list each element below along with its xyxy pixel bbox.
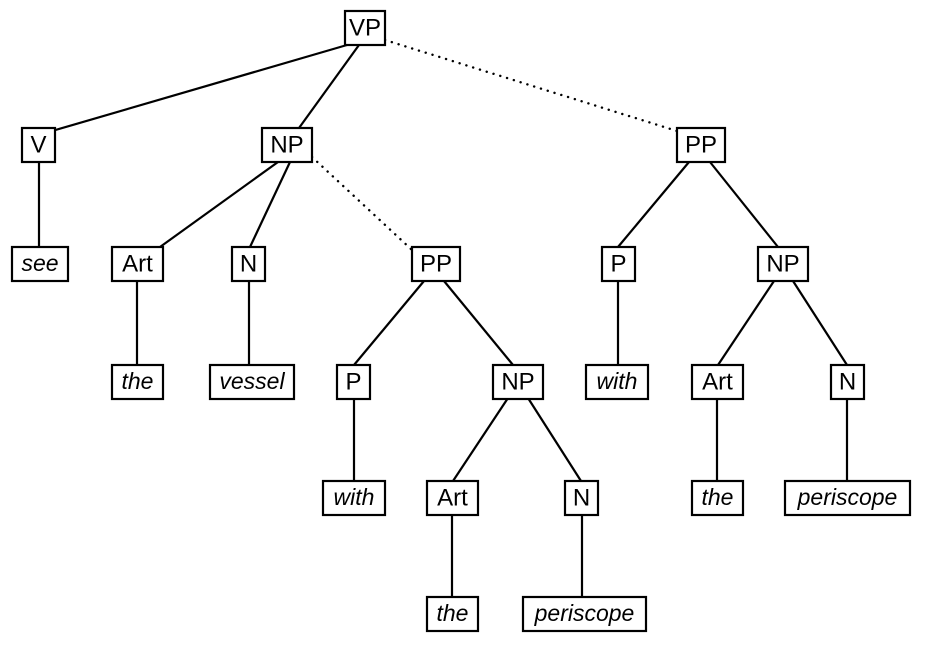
- tree-node-box-art-right: [690, 363, 745, 401]
- tree-node-np-mid[interactable]: NP: [491, 363, 545, 401]
- tree-node-box-art1: [110, 245, 165, 283]
- tree-node-persc-right[interactable]: periscope: [783, 479, 912, 517]
- tree-node-np-right[interactable]: NP: [756, 245, 810, 283]
- tree-edge-np-right-to-n-right: [792, 280, 848, 366]
- tree-node-vp[interactable]: VP: [343, 9, 387, 47]
- tree-node-label-n-mid: N: [573, 484, 590, 511]
- tree-node-label-vessel: vessel: [219, 368, 285, 394]
- tree-node-label-n-right: N: [839, 368, 856, 395]
- tree-node-box-pp-mid: [410, 245, 462, 283]
- tree-edge-np-mid-to-art-mid: [452, 397, 509, 482]
- tree-node-the-mid[interactable]: the: [425, 595, 480, 633]
- tree-node-see[interactable]: see: [10, 245, 70, 283]
- tree-node-p-mid[interactable]: P: [335, 363, 372, 401]
- tree-node-p-right[interactable]: P: [600, 245, 637, 283]
- tree-node-label-with-mid: with: [334, 484, 375, 510]
- tree-node-box-with-right: [584, 363, 650, 401]
- tree-node-label-pp-right: PP: [685, 131, 717, 158]
- tree-node-pp-right[interactable]: PP: [675, 126, 727, 164]
- tree-node-box-p-mid: [335, 363, 372, 401]
- tree-node-box-vessel: [208, 363, 296, 401]
- tree-node-the1[interactable]: the: [110, 363, 165, 401]
- tree-node-box-the-mid: [425, 595, 480, 633]
- tree-edge-pp-mid-to-p-mid: [353, 280, 425, 366]
- tree-node-art-right[interactable]: Art: [690, 363, 745, 401]
- tree-node-label-persc-right: periscope: [797, 484, 898, 510]
- tree-node-persc-mid[interactable]: periscope: [521, 595, 648, 633]
- tree-node-label-the-mid: the: [437, 600, 469, 626]
- tree-node-box-vp: [343, 9, 387, 47]
- tree-node-label-vp: VP: [349, 14, 381, 41]
- tree-node-vessel[interactable]: vessel: [208, 363, 296, 401]
- tree-edge-vp-to-pp-right: [383, 38, 679, 133]
- tree-node-v[interactable]: V: [20, 126, 57, 164]
- tree-node-box-persc-right: [783, 479, 912, 517]
- tree-node-label-see: see: [21, 250, 58, 276]
- tree-node-box-pp-right: [675, 126, 727, 164]
- tree-node-label-p-right: P: [610, 250, 626, 277]
- tree-node-box-v: [20, 126, 57, 164]
- tree-node-box-art-mid: [425, 479, 480, 517]
- tree-node-box-np-mid: [491, 363, 545, 401]
- tree-edge-np-right-to-art-right: [717, 280, 775, 366]
- tree-node-box-persc-mid: [521, 595, 648, 633]
- tree-edges-layer: [37, 38, 849, 597]
- tree-node-label-pp-mid: PP: [420, 250, 452, 277]
- tree-node-label-np-mid: NP: [501, 368, 534, 395]
- tree-node-box-see: [10, 245, 70, 283]
- tree-node-box-n1: [230, 245, 267, 283]
- tree-edge-vp-to-v: [51, 43, 348, 133]
- tree-node-with-mid[interactable]: with: [321, 479, 387, 517]
- tree-node-label-np1: NP: [270, 131, 303, 158]
- tree-node-label-art-mid: Art: [437, 484, 468, 511]
- tree-node-n1[interactable]: N: [230, 245, 267, 283]
- tree-node-label-art1: Art: [122, 250, 153, 277]
- tree-node-the-right[interactable]: the: [690, 479, 745, 517]
- tree-edge-pp-right-to-np-right: [709, 161, 779, 248]
- tree-node-box-np1: [260, 126, 314, 164]
- tree-node-n-mid[interactable]: N: [563, 479, 600, 517]
- tree-node-box-the-right: [690, 479, 745, 517]
- tree-node-label-persc-mid: periscope: [534, 600, 635, 626]
- tree-node-label-v: V: [30, 131, 46, 158]
- tree-node-box-np-right: [756, 245, 810, 283]
- tree-node-label-with-right: with: [597, 368, 638, 394]
- tree-edge-pp-right-to-p-right: [617, 161, 690, 248]
- tree-edge-np1-to-art1: [159, 161, 279, 248]
- tree-node-label-p-mid: P: [345, 368, 361, 395]
- tree-node-with-right[interactable]: with: [584, 363, 650, 401]
- tree-node-n-right[interactable]: N: [829, 363, 866, 401]
- tree-node-label-n1: N: [240, 250, 257, 277]
- tree-node-box-with-mid: [321, 479, 387, 517]
- tree-node-label-the-right: the: [702, 484, 734, 510]
- tree-node-box-p-right: [600, 245, 637, 283]
- tree-node-pp-mid[interactable]: PP: [410, 245, 462, 283]
- tree-edge-np1-to-pp-mid: [310, 155, 414, 252]
- tree-edge-vp-to-np1: [298, 44, 360, 129]
- tree-node-label-the1: the: [122, 368, 154, 394]
- tree-node-label-art-right: Art: [702, 368, 733, 395]
- tree-edge-np-mid-to-n-mid: [527, 397, 582, 482]
- tree-node-np1[interactable]: NP: [260, 126, 314, 164]
- tree-node-art-mid[interactable]: Art: [425, 479, 480, 517]
- tree-node-box-the1: [110, 363, 165, 401]
- tree-node-label-np-right: NP: [766, 250, 799, 277]
- tree-node-box-n-right: [829, 363, 866, 401]
- tree-node-art1[interactable]: Art: [110, 245, 165, 283]
- tree-node-box-n-mid: [563, 479, 600, 517]
- tree-edge-np1-to-n1: [249, 161, 291, 248]
- tree-edge-pp-mid-to-np-mid: [443, 280, 514, 366]
